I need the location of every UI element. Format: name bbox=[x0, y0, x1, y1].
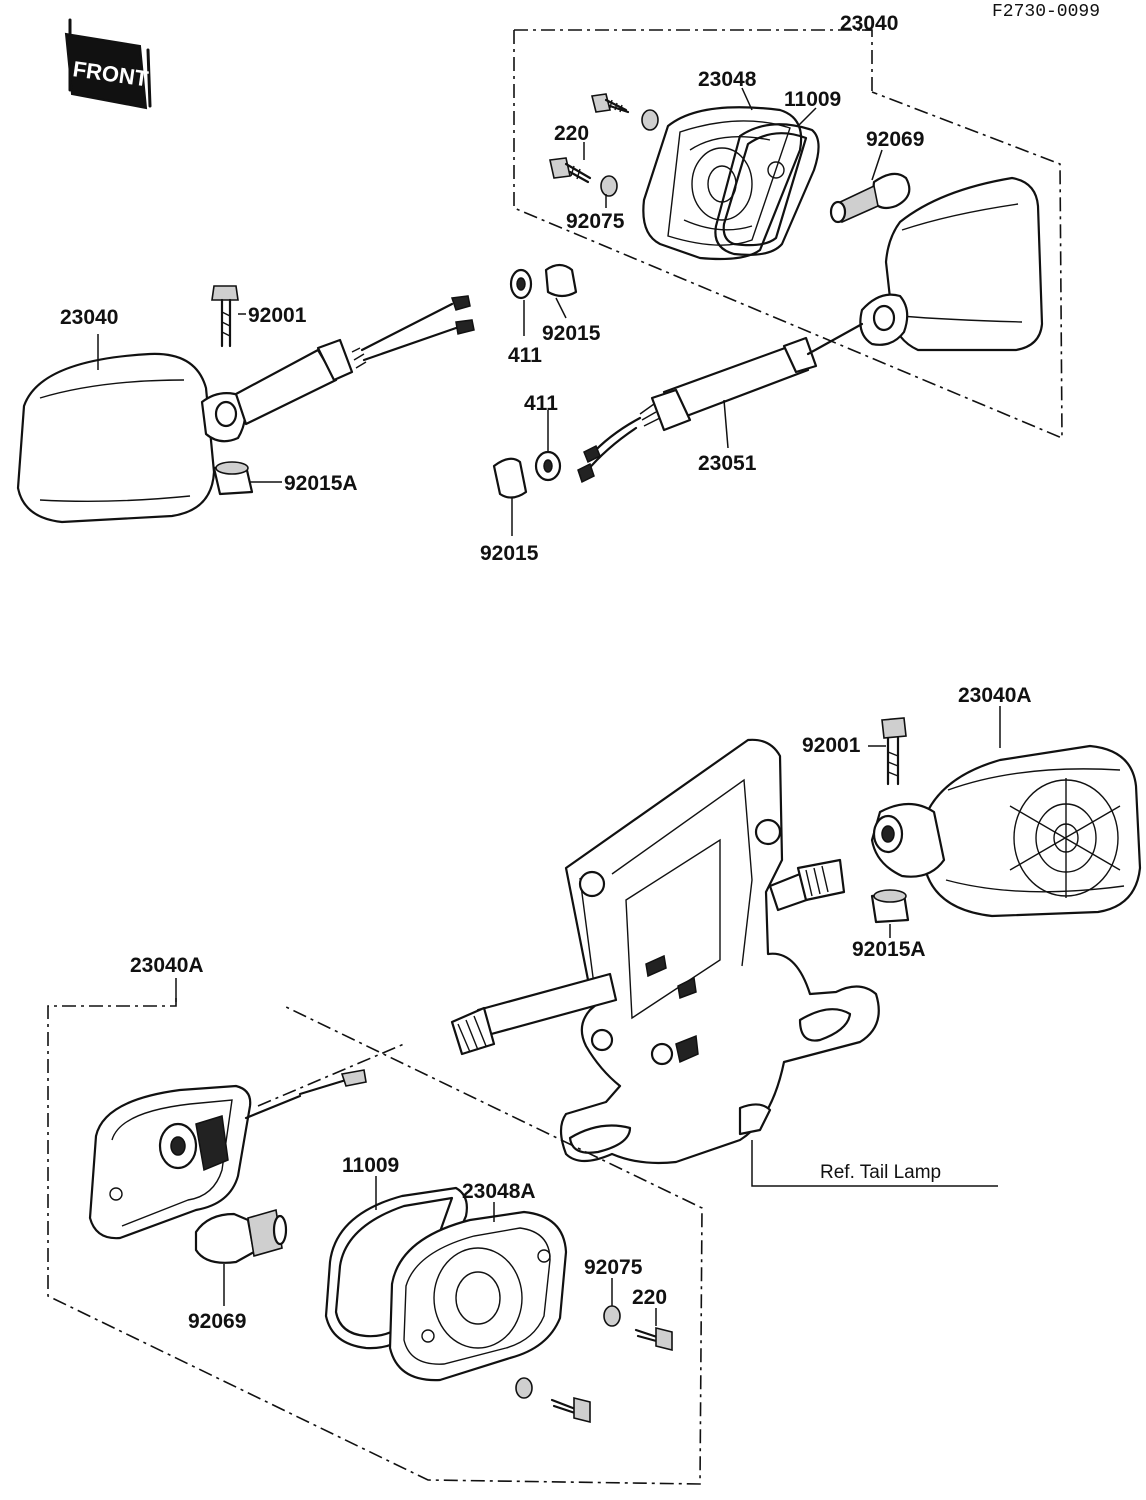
label-92015A-bot: 92015A bbox=[852, 938, 926, 961]
license-plate-bracket bbox=[559, 738, 880, 1165]
washer-411-a bbox=[509, 268, 533, 300]
label-411-a: 411 bbox=[508, 344, 542, 367]
stem-lower-left bbox=[450, 972, 618, 1056]
screw-220-lower-a bbox=[634, 1326, 673, 1352]
stem-23051 bbox=[577, 322, 864, 484]
label-23040A-left: 23040A bbox=[130, 954, 204, 977]
indicator-housing-upper-right bbox=[859, 176, 1044, 352]
indicator-23040A-right bbox=[870, 744, 1142, 918]
label-11009-bot: 11009 bbox=[342, 1154, 399, 1177]
label-92075-bot: 92075 bbox=[584, 1256, 643, 1279]
label-92075-top: 92075 bbox=[566, 210, 625, 233]
label-92001-top: 92001 bbox=[248, 304, 307, 327]
label-92069-bot: 92069 bbox=[188, 1310, 246, 1333]
label-23048: 23048 bbox=[698, 68, 757, 91]
lens-23048A bbox=[388, 1210, 568, 1382]
figure-code: F2730-0099 bbox=[992, 2, 1100, 22]
lower-exploded-boundary bbox=[47, 998, 703, 1485]
label-23040-left: 23040 bbox=[60, 306, 118, 329]
label-92069-top: 92069 bbox=[866, 128, 924, 151]
upper-exploded-boundary bbox=[513, 29, 1063, 440]
screw-220-lower-b bbox=[550, 1396, 591, 1424]
bulb-92069-lower bbox=[194, 1208, 288, 1264]
label-23051: 23051 bbox=[698, 452, 757, 475]
bulb-92069-upper bbox=[829, 172, 911, 224]
bolt-92001-upper bbox=[211, 285, 239, 348]
label-92015-a: 92015 bbox=[542, 322, 601, 345]
indicator-housing-lower-left bbox=[88, 1069, 367, 1240]
lower-leader-lines bbox=[175, 706, 1001, 1326]
label-220-bot: 220 bbox=[632, 1286, 667, 1309]
screw-220-upper-a bbox=[591, 93, 659, 131]
label-92001-bot: 92001 bbox=[802, 734, 861, 757]
nut-92015A-lower bbox=[870, 889, 910, 924]
indicator-housing-upper-left bbox=[16, 295, 475, 524]
label-23048A: 23048A bbox=[462, 1180, 536, 1203]
label-23040-top: 23040 bbox=[840, 12, 898, 35]
bolt-92001-lower bbox=[881, 717, 907, 786]
label-11009-top: 11009 bbox=[784, 88, 841, 111]
label-220-top: 220 bbox=[554, 122, 589, 145]
nut-92015-a bbox=[544, 263, 578, 298]
washer-92075-lower bbox=[515, 1305, 621, 1399]
ref-tail-lamp-leader bbox=[751, 1140, 998, 1187]
screw-220-upper-b bbox=[549, 157, 618, 197]
nut-92015-b bbox=[492, 457, 528, 499]
washer-411-b bbox=[534, 450, 562, 482]
label-411-b: 411 bbox=[524, 392, 558, 415]
label-92015-b: 92015 bbox=[480, 542, 539, 565]
nut-92015A-upper bbox=[212, 461, 254, 496]
upper-leader-lines bbox=[97, 87, 883, 536]
ref-tail-lamp-note: Ref. Tail Lamp bbox=[820, 1162, 941, 1183]
front-direction-marker: FRONT bbox=[64, 18, 152, 110]
gasket-11009-upper bbox=[714, 123, 820, 256]
stem-lower-right bbox=[768, 858, 846, 912]
label-23040A-right: 23040A bbox=[958, 684, 1032, 707]
label-92015A-top: 92015A bbox=[284, 472, 358, 495]
